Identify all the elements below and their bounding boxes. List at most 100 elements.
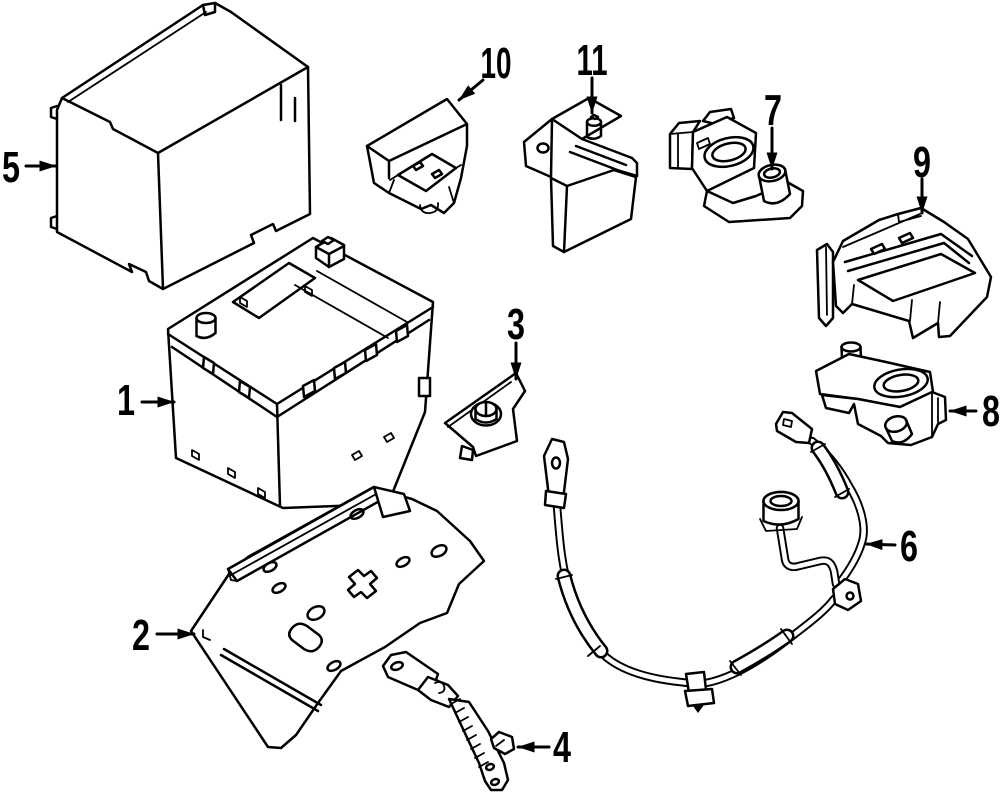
block	[669, 131, 694, 168]
bolt	[589, 113, 600, 121]
rail	[227, 492, 379, 582]
hole	[430, 543, 448, 559]
cable	[552, 501, 702, 689]
sleeve-collar	[555, 443, 850, 676]
ring	[711, 141, 747, 163]
detail	[388, 164, 462, 204]
callout-number[interactable]: 4	[553, 723, 571, 772]
callout-number[interactable]: 3	[507, 300, 525, 349]
hole	[411, 160, 444, 180]
callout-number[interactable]: 1	[117, 376, 135, 425]
slab	[549, 168, 638, 254]
foot	[458, 444, 475, 462]
grommet-flange	[759, 516, 803, 532]
sleeve	[559, 571, 606, 656]
detail	[931, 391, 939, 438]
body	[820, 390, 948, 447]
rim-tab	[301, 323, 410, 399]
hole	[536, 142, 550, 154]
detail	[842, 213, 922, 248]
part-2-tray-drawing	[189, 485, 486, 750]
slot	[869, 231, 915, 256]
vent-hole	[191, 285, 395, 499]
label-recess	[231, 261, 317, 320]
part-8-terminal-drawing	[814, 341, 948, 447]
sleeve	[732, 631, 792, 672]
part-11-bracket-drawing	[522, 96, 639, 254]
hole	[484, 762, 496, 772]
callout-6[interactable]: 6	[864, 522, 918, 571]
callout-arrow	[457, 78, 485, 102]
bone-cutout	[288, 622, 323, 653]
outline	[189, 486, 486, 750]
hole	[489, 777, 501, 787]
rim-tab	[201, 355, 252, 400]
callout-4[interactable]: 4	[516, 723, 571, 772]
callouts-layer: 1 2 3 4 5 6 7 8 9 10 11	[2, 36, 1000, 772]
part-10-bracket-drawing	[365, 97, 469, 215]
cable-lug	[774, 410, 814, 445]
callout-2[interactable]: 2	[132, 611, 196, 660]
callout-5[interactable]: 5	[2, 143, 58, 192]
cable-branch	[777, 525, 839, 587]
part-5-cover-drawing	[49, 1, 312, 291]
detail	[201, 1, 217, 17]
slab	[562, 184, 569, 254]
hole	[349, 507, 365, 521]
callout-9[interactable]: 9	[913, 138, 931, 215]
bottom-connector	[683, 687, 716, 708]
lug-hole	[550, 456, 562, 470]
ring	[882, 373, 920, 393]
platform	[856, 252, 977, 303]
part-9-bracket-drawing	[815, 206, 993, 340]
callout-3[interactable]: 3	[507, 300, 525, 381]
top-plate	[550, 96, 623, 141]
bolt	[840, 341, 862, 353]
callout-8[interactable]: 8	[948, 387, 1000, 436]
detail	[696, 137, 711, 150]
detail	[49, 104, 59, 231]
grommet	[762, 490, 800, 512]
rail	[568, 137, 639, 178]
part-1-battery-drawing	[166, 235, 435, 510]
detail	[67, 11, 207, 103]
callout-number[interactable]: 11	[577, 36, 608, 85]
callout-11[interactable]: 11	[577, 36, 608, 115]
detail	[851, 284, 941, 324]
hole	[389, 660, 405, 672]
callout-number[interactable]: 7	[764, 86, 782, 135]
lug-hole	[782, 418, 793, 428]
callout-10[interactable]: 10	[457, 39, 512, 102]
callout-number[interactable]: 5	[2, 143, 20, 192]
callout-number[interactable]: 6	[900, 522, 918, 571]
callout-number[interactable]: 10	[481, 39, 512, 88]
callout-number[interactable]: 2	[132, 611, 150, 660]
detail	[275, 402, 282, 508]
terminal-block	[314, 244, 346, 269]
terminal-block	[320, 235, 336, 246]
outline	[831, 206, 993, 340]
grommet	[769, 494, 793, 508]
callout-arrow	[864, 539, 897, 551]
tab	[489, 730, 516, 756]
curl	[419, 202, 439, 214]
cable-branch	[775, 523, 841, 589]
cutout	[346, 568, 379, 600]
side-clip	[417, 376, 432, 398]
rail-end-bracket	[372, 485, 412, 519]
bottom-connector-tip	[693, 705, 704, 713]
outline	[55, 1, 312, 291]
detail	[60, 65, 310, 291]
hole	[271, 581, 287, 595]
hole	[326, 659, 342, 673]
wall	[825, 246, 828, 316]
callout-7[interactable]: 7	[764, 86, 782, 171]
callout-number[interactable]: 8	[982, 387, 1000, 436]
callout-number[interactable]: 9	[913, 138, 931, 187]
clamp-bolt	[474, 400, 498, 424]
detail	[202, 629, 211, 641]
junction-bolt	[845, 591, 855, 601]
lug-collar	[543, 489, 568, 510]
callout-1[interactable]: 1	[117, 376, 176, 425]
